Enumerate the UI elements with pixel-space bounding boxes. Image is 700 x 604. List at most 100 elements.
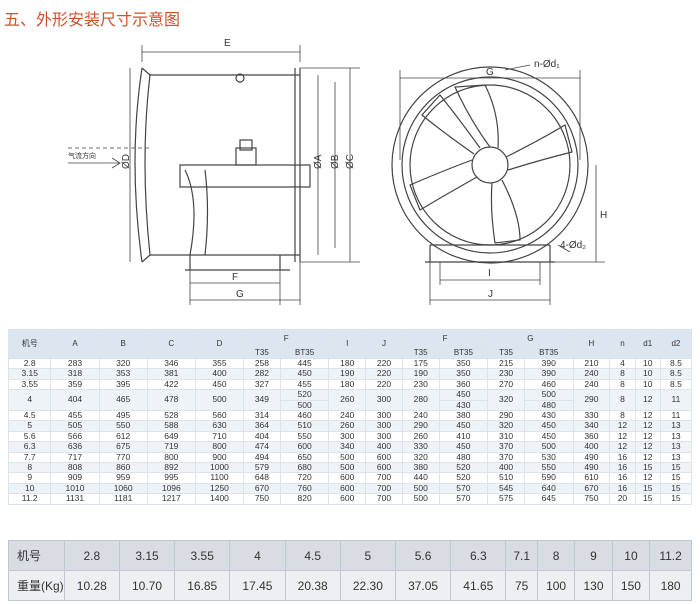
spec-cell: 10 [634,368,661,380]
spec-cell: 210 [572,357,611,370]
spec-cell: 20 [609,493,636,505]
spec-subheader-cell: BT35 [523,347,574,359]
weight-model-cell: 6.3 [450,540,507,571]
spec-cell: 2.8 [7,357,52,370]
spec-cell: 320 [98,357,148,370]
spec-cell: 380 [438,410,489,422]
spec-header-cell: n [609,329,636,359]
spec-cell: 190 [401,368,440,380]
spec-header-cell: B [98,329,148,359]
spec-cell: 4 [7,389,52,412]
spec-cell: 450 [523,430,574,443]
label-j: J [488,289,493,300]
spec-cell: 8 [609,378,636,391]
weight-model-cell: 5.6 [394,540,452,571]
spec-cell: 1217 [146,493,196,505]
spec-cell: 550 [98,420,148,432]
weight-model-cell: 3.15 [118,540,176,571]
weight-value-cell: 180 [649,570,692,601]
spec-cell: 640 [523,482,574,495]
spec-cell: 800 [146,451,196,464]
spec-cell: 710 [194,430,245,443]
spec-header-cell: A [50,329,100,359]
spec-cell: 550 [523,462,574,474]
spec-cell: 579 [243,462,281,474]
label-f: F [232,272,238,283]
spec-cell: 12 [634,410,661,422]
spec-cell: 4 [609,357,636,370]
spec-cell: 400 [487,462,525,474]
spec-cell: 500 [279,399,330,412]
spec-cell: 430 [438,399,489,412]
spec-cell: 500 [523,441,574,453]
weight-model-cell: 10 [611,540,651,571]
spec-cell: 9 [7,472,52,484]
spec-cell: 600 [365,451,403,464]
spec-cell: 528 [146,410,196,422]
weight-value-cell: 10.70 [118,570,176,601]
spec-cell: 510 [487,472,525,484]
spec-cell: 700 [365,493,403,505]
label-4-d2: 4-Ød₂ [560,240,586,251]
spec-cell: 465 [98,389,148,412]
spec-cell: 15 [659,462,693,474]
spec-cell: 892 [146,462,196,474]
spec-cell: 450 [279,368,330,380]
spec-cell: 16 [609,451,636,464]
spec-cell: 230 [487,368,525,380]
spec-cell: 530 [523,451,574,464]
spec-cell: 220 [365,368,403,380]
spec-cell: 370 [487,451,525,464]
spec-cell: 630 [194,420,245,432]
weight-value-cell: 130 [574,570,613,601]
weight-value-cell: 10.28 [63,570,120,601]
spec-cell: 680 [279,462,330,474]
spec-cell: 215 [487,357,525,370]
spec-cell: 445 [279,357,330,370]
spec-cell: 575 [487,493,525,505]
spec-cell: 15 [634,462,661,474]
spec-cell: 645 [523,493,574,505]
spec-cell: 820 [279,493,330,505]
spec-cell: 455 [50,410,100,422]
spec-cell: 600 [279,441,330,453]
weight-model-cell: 11.2 [649,540,692,571]
spec-cell: 1400 [194,493,245,505]
spec-cell: 6.3 [7,441,52,453]
spec-cell: 8 [609,410,636,422]
spec-cell: 282 [243,368,281,380]
spec-subheader-cell: T35 [487,347,525,359]
label-g-top: G [486,67,494,78]
spec-cell: 566 [50,430,100,443]
weight-model-cell: 8 [536,540,576,571]
spec-header-cell: G [487,329,574,348]
spec-cell: 450 [438,441,489,453]
label-airflow: 气流方向 [68,151,96,160]
spec-cell: 720 [279,472,330,484]
spec-cell: 808 [50,462,100,474]
spec-cell: 500 [328,462,367,474]
weight-model-cell: 4 [229,540,286,571]
spec-header-cell: F [401,329,489,348]
weight-model-cell: 4.5 [284,540,341,571]
spec-cell: 400 [572,441,611,453]
spec-header-cell: D [194,329,245,359]
spec-cell: 330 [401,441,440,453]
spec-cell: 230 [401,378,440,391]
weight-model-cell: 5 [339,540,396,571]
spec-cell: 520 [279,389,330,401]
spec-cell: 340 [328,441,367,453]
spec-subheader-cell: T35 [401,347,440,359]
spec-cell: 220 [365,357,403,370]
label-oc: ØC [345,154,356,169]
spec-cell: 13 [659,430,693,443]
installation-dimension-drawing: E ØD ØA ØB ØC F G 气流方向 n-Ød₁ G H 4-Ød₂ I… [68,38,607,305]
spec-cell: 460 [279,410,330,422]
spec-cell: 11.2 [7,493,52,505]
spec-cell: 12 [634,441,661,453]
